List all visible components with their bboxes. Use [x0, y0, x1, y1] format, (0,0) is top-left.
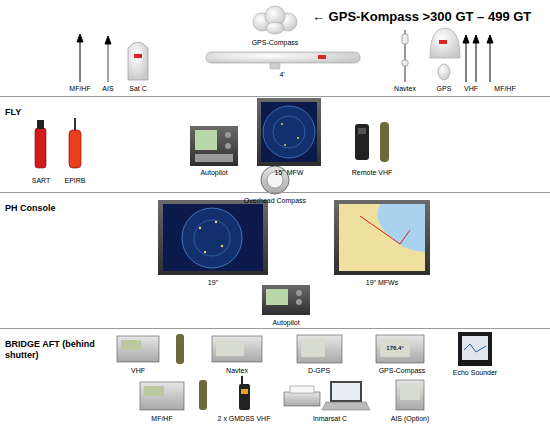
- device-label: Sat C: [129, 84, 147, 93]
- device-label: EPIRB: [64, 176, 85, 185]
- device-label: Inmarsat C: [313, 414, 347, 423]
- device-label: AIS (Option): [391, 414, 430, 423]
- device-label: GPS: [437, 84, 452, 93]
- device-label: 2 x GMDSS VHF: [218, 414, 271, 423]
- device-label: Remote VHF: [352, 168, 392, 177]
- device-label: 15" MFW: [275, 168, 304, 177]
- device-label: Overhead Compass: [244, 196, 306, 205]
- section-band: BRIDGE AFT (behind shutter): [0, 328, 550, 431]
- screen-reading: 176.4°: [386, 344, 403, 353]
- device-label: MF/HF: [69, 84, 90, 93]
- device-label: GPS-Compass: [379, 366, 426, 375]
- section-heading: FLY: [5, 107, 75, 118]
- device-label: 19" MFWs: [366, 278, 398, 287]
- device-label: VHF: [464, 84, 478, 93]
- section-band: PH Console: [0, 192, 550, 328]
- section-heading: BRIDGE AFT (behind shutter): [5, 339, 97, 361]
- device-label: GPS-Compass: [252, 38, 299, 47]
- device-label: D-GPS: [308, 366, 330, 375]
- device-label: VHF: [131, 366, 145, 375]
- device-label: MF/HF: [151, 414, 172, 423]
- diagram-title: ← GPS-Kompass >300 GT – 499 GT: [312, 9, 531, 25]
- device-label: MF/HF: [494, 84, 515, 93]
- device-label: AIS: [102, 84, 113, 93]
- device-label: 4': [279, 70, 284, 79]
- device-label: Echo Sounder: [453, 368, 497, 377]
- device-label: Autopilot: [272, 318, 299, 327]
- device-label: 19": [208, 278, 218, 287]
- device-label: Navtex: [226, 366, 248, 375]
- device-label: SART: [32, 176, 51, 185]
- device-label: Navtex: [394, 84, 416, 93]
- section-heading: PH Console: [5, 203, 75, 214]
- device-label: Autopilot: [200, 168, 227, 177]
